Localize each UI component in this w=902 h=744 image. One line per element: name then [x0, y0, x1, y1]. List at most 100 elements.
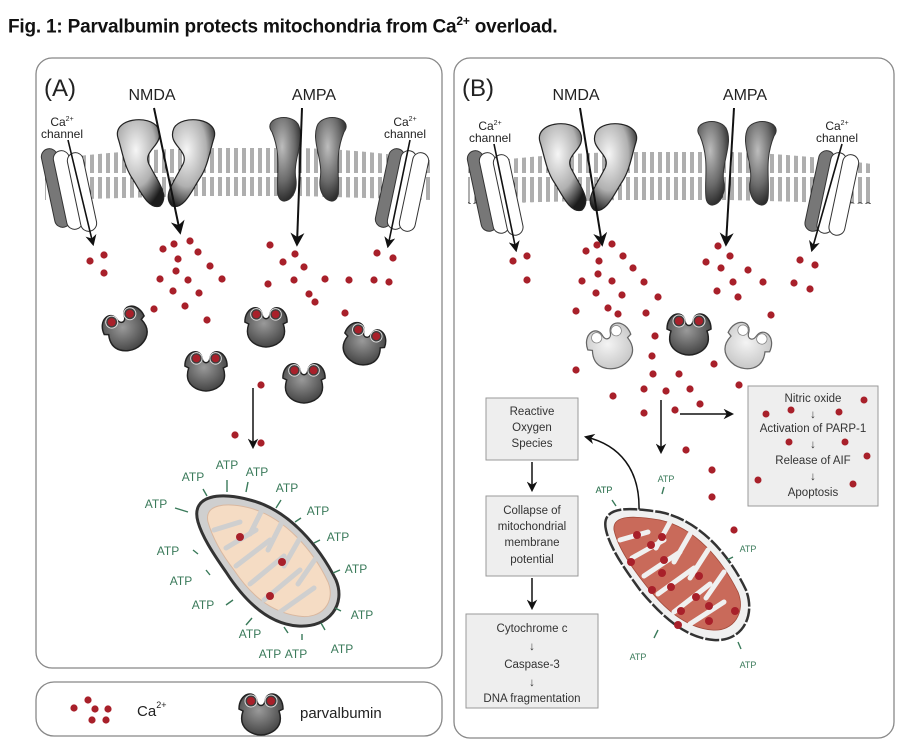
calcium-ion — [608, 277, 616, 285]
calcium-ion — [509, 257, 517, 265]
nitric-oxide-box: Nitric oxide ↓ Activation of PARP-1 ↓ Re… — [747, 385, 879, 507]
ca-channel-label-right-b: Ca2+ channel — [816, 119, 858, 145]
ca-channel-label-left-b: Ca2+ channel — [469, 119, 511, 145]
calcium-ion — [203, 316, 211, 324]
atp-tick — [726, 556, 734, 561]
svg-text:Nitric oxide: Nitric oxide — [785, 393, 842, 405]
calcium-ion — [594, 270, 602, 278]
calcium-ion — [595, 257, 603, 265]
calcium-ion — [578, 277, 586, 285]
ros-box: Reactive Oxygen Species — [485, 397, 579, 461]
calcium-ion — [172, 267, 180, 275]
svg-text:channel: channel — [469, 131, 511, 145]
calcium-ion — [218, 275, 226, 283]
calcium-ion — [730, 526, 738, 534]
calcium-ion — [257, 381, 265, 389]
calcium-ion — [86, 257, 94, 265]
atp-label: ATP — [182, 470, 204, 484]
atp-tick — [294, 517, 302, 523]
calcium-ion — [385, 278, 393, 286]
calcium-ion — [790, 279, 798, 287]
membrane-collapse-box: Collapse of mitochondrial membrane poten… — [485, 495, 579, 577]
calcium-ion — [159, 245, 167, 253]
atp-tick — [205, 569, 211, 576]
atp-tick — [202, 488, 208, 497]
atp-label: ATP — [145, 497, 167, 511]
atp-label: ATP — [658, 474, 675, 484]
calcium-ion — [662, 387, 670, 395]
svg-text:↓: ↓ — [810, 471, 816, 483]
atp-label: ATP — [740, 660, 757, 670]
svg-text:↓: ↓ — [529, 641, 535, 653]
calcium-ion — [642, 309, 650, 317]
ampa-label-a: AMPA — [292, 87, 336, 104]
calcium-ion — [264, 280, 272, 288]
atp-label: ATP — [331, 642, 353, 656]
calcium-ion — [767, 311, 775, 319]
atp-tick — [661, 486, 665, 495]
svg-text:↓: ↓ — [529, 677, 535, 689]
atp-label: ATP — [192, 598, 214, 612]
calcium-ion — [686, 385, 694, 393]
calcium-ion — [370, 276, 378, 284]
ca-channel-right-a — [374, 148, 430, 232]
svg-text:Caspase-3: Caspase-3 — [504, 659, 560, 671]
calcium-ion — [654, 293, 662, 301]
calcium-ion — [744, 266, 752, 274]
atp-label: ATP — [216, 458, 238, 472]
calcium-ion — [726, 252, 734, 260]
calcium-ion — [572, 366, 580, 374]
title-superscript: 2+ — [456, 14, 470, 28]
calcium-ion — [523, 276, 531, 284]
ca-channel-left-a — [40, 148, 98, 232]
nmda-label-a: NMDA — [128, 87, 175, 104]
calcium-ion — [279, 258, 287, 266]
ampa-receptor-a — [269, 117, 347, 202]
calcium-ion — [640, 385, 648, 393]
calcium-ion — [608, 240, 616, 248]
nmda-receptor-b — [538, 123, 638, 212]
calcium-ion — [702, 258, 710, 266]
atp-tick — [653, 629, 659, 639]
calcium-ion — [592, 289, 600, 297]
svg-text:DNA fragmentation: DNA fragmentation — [483, 693, 580, 705]
calcium-ion — [618, 291, 626, 299]
calcium-ion — [300, 263, 308, 271]
calcium-ion — [713, 287, 721, 295]
legend: Ca2+ parvalbumin — [35, 681, 443, 737]
cell-membrane-a — [45, 148, 430, 200]
calcium-ion — [640, 409, 648, 417]
calcium-ion — [150, 305, 158, 313]
calcium-ion — [593, 241, 601, 249]
calcium-ion — [572, 307, 580, 315]
ca-channel-label-right-a: Ca2+ channel — [384, 115, 426, 141]
svg-text:Collapse of: Collapse of — [503, 505, 561, 517]
atp-tick — [737, 641, 742, 650]
atp-label: ATP — [307, 504, 329, 518]
atp-label: ATP — [157, 544, 179, 558]
calcium-ion — [321, 275, 329, 283]
svg-text:Ca2+: Ca2+ — [393, 115, 416, 129]
calcium-ion — [609, 392, 617, 400]
atp-label: ATP — [276, 481, 298, 495]
calcium-ion — [291, 250, 299, 258]
calcium-ion — [796, 256, 804, 264]
svg-text:Ca2+: Ca2+ — [825, 119, 848, 133]
svg-text:Apoptosis: Apoptosis — [788, 487, 839, 499]
calcium-ion — [735, 381, 743, 389]
title-end: overload. — [469, 16, 558, 38]
atp-label: ATP — [630, 652, 647, 662]
calcium-ion — [714, 242, 722, 250]
atp-tick — [275, 499, 282, 509]
calcium-ion — [708, 493, 716, 501]
calcium-ion — [806, 285, 814, 293]
calcium-ion — [206, 262, 214, 270]
ca-channel-label-left-a: Ca2+ channel — [41, 115, 83, 141]
title-text: Fig. 1: Parvalbumin protects mitochondri… — [8, 16, 457, 38]
atp-tick — [334, 607, 342, 612]
atp-label: ATP — [239, 627, 261, 641]
calcium-ion — [614, 310, 622, 318]
calcium-ion — [373, 249, 381, 257]
atp-label: ATP — [327, 530, 349, 544]
atp-tick — [332, 569, 341, 574]
